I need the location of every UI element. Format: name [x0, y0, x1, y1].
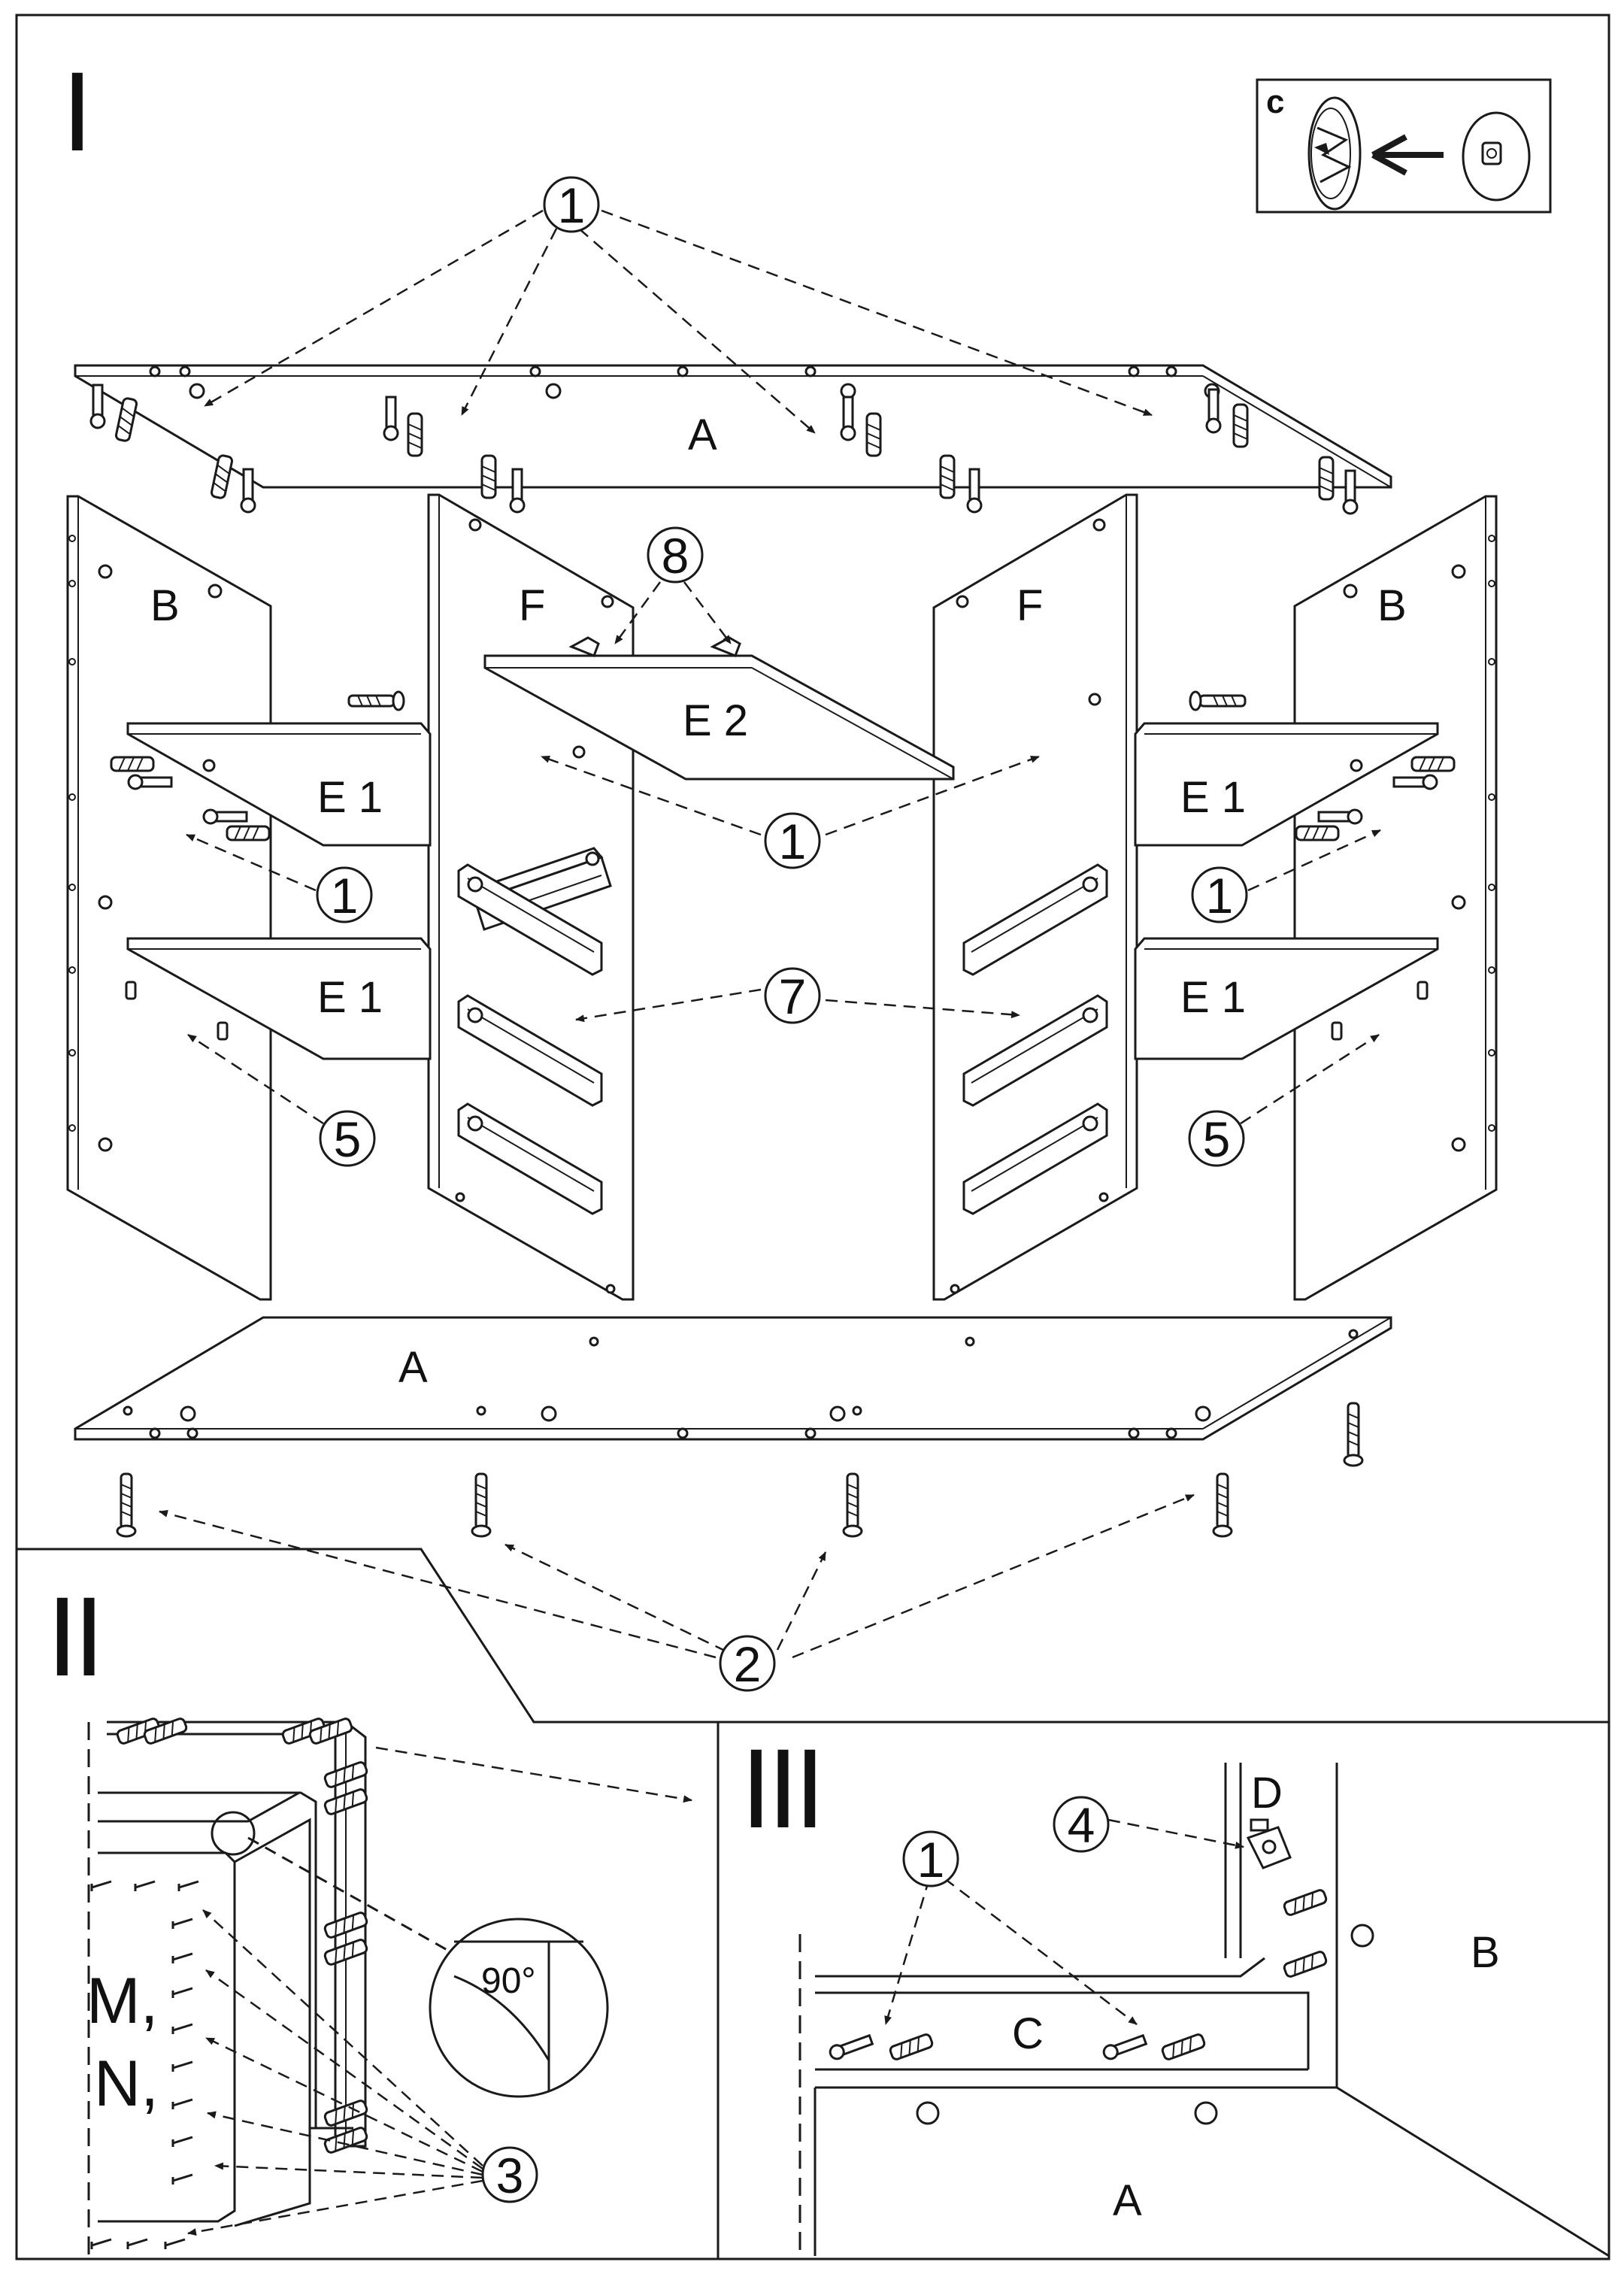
step3-leaders	[884, 1818, 1244, 2025]
cam-lock-icon	[1307, 96, 1362, 211]
step-two-label: II	[47, 1573, 100, 1699]
callout-5-right-text: 5	[1203, 1111, 1231, 1167]
leader-lines	[159, 209, 1381, 1803]
callout-1-top: 1	[543, 176, 600, 233]
part-c-label: C	[1012, 2009, 1044, 2058]
detail-c-label: c	[1266, 83, 1284, 120]
part-a-step3-label: A	[1113, 2176, 1142, 2225]
part-b-step3-label: B	[1471, 1928, 1500, 1977]
fastener-m-label: M,	[86, 1965, 159, 2037]
step3-fittings	[827, 1887, 1329, 2062]
callout-3: 3	[481, 2146, 538, 2203]
panel-e1-right-bottom	[1134, 937, 1439, 1060]
callout-1-top-text: 1	[558, 177, 586, 233]
fastener-n-label: N,	[94, 2048, 159, 2120]
callout-1-right-text: 1	[1206, 868, 1234, 923]
panel-e1-left-top-label: E 1	[317, 773, 383, 822]
callout-1-left: 1	[316, 866, 373, 923]
callout-5-left: 5	[319, 1110, 376, 1167]
panel-e2-shelf	[483, 636, 955, 781]
step-three-label: III	[741, 1725, 821, 1851]
panel-e1-left-bottom	[126, 937, 432, 1060]
panel-b-right-label: B	[1377, 581, 1407, 630]
callout-7: 7	[764, 967, 821, 1024]
panel-b-left-label: B	[150, 581, 180, 630]
step3-assembly	[798, 1763, 1610, 2257]
shelf-fittings	[110, 690, 1456, 1041]
panel-e2-label: E 2	[683, 696, 748, 745]
callout-1-right: 1	[1191, 866, 1248, 923]
drawer-slides-left	[457, 863, 603, 1215]
callout-1-mid-text: 1	[779, 814, 807, 869]
step-one-label: I	[62, 48, 89, 174]
panel-a-top-label: A	[688, 411, 717, 459]
callout-1-step3: 1	[902, 1830, 959, 1887]
callout-4-text: 4	[1068, 1797, 1095, 1853]
callout-1-mid: 1	[764, 812, 821, 869]
step2-magnifier	[247, 1836, 609, 2098]
panel-f-right-label: F	[1017, 581, 1043, 630]
callout-5-right: 5	[1188, 1110, 1245, 1167]
callout-4: 4	[1053, 1796, 1110, 1853]
callout-5-left-text: 5	[334, 1111, 362, 1167]
panel-a-bottom-label: A	[398, 1343, 428, 1392]
panel-e1-left-top	[126, 722, 432, 847]
cam-disc-icon	[1462, 111, 1531, 202]
panel-e1-right-bottom-label: E 1	[1180, 973, 1246, 1022]
callout-7-text: 7	[779, 969, 807, 1024]
panel-e1-right-top	[1134, 722, 1439, 847]
callout-2: 2	[719, 1635, 776, 1692]
callout-8: 8	[647, 526, 704, 584]
panel-e1-right-top-label: E 1	[1180, 773, 1246, 822]
panel-a-bottom	[74, 1316, 1392, 1441]
callout-1-step3-text: 1	[917, 1832, 945, 1887]
angle-label: 90°	[481, 1961, 536, 2001]
panel-e1-left-bottom-label: E 1	[317, 973, 383, 1022]
detail-c-inset: c	[1256, 78, 1552, 214]
hinge-icon	[1246, 1818, 1292, 1869]
step2-leaders	[187, 1909, 483, 2236]
sheet-frame	[15, 14, 1610, 2260]
callout-2-text: 2	[734, 1636, 762, 1692]
panel-f-left-label: F	[519, 581, 545, 630]
callout-1-left-text: 1	[331, 868, 359, 923]
callout-8-text: 8	[662, 528, 689, 584]
part-d-label: D	[1251, 1769, 1283, 1818]
callout-3-text: 3	[496, 2148, 524, 2203]
detail-c-arrowhead	[1371, 134, 1407, 176]
drawer-slides-right	[962, 863, 1108, 1215]
panel-a-top	[74, 364, 1392, 489]
